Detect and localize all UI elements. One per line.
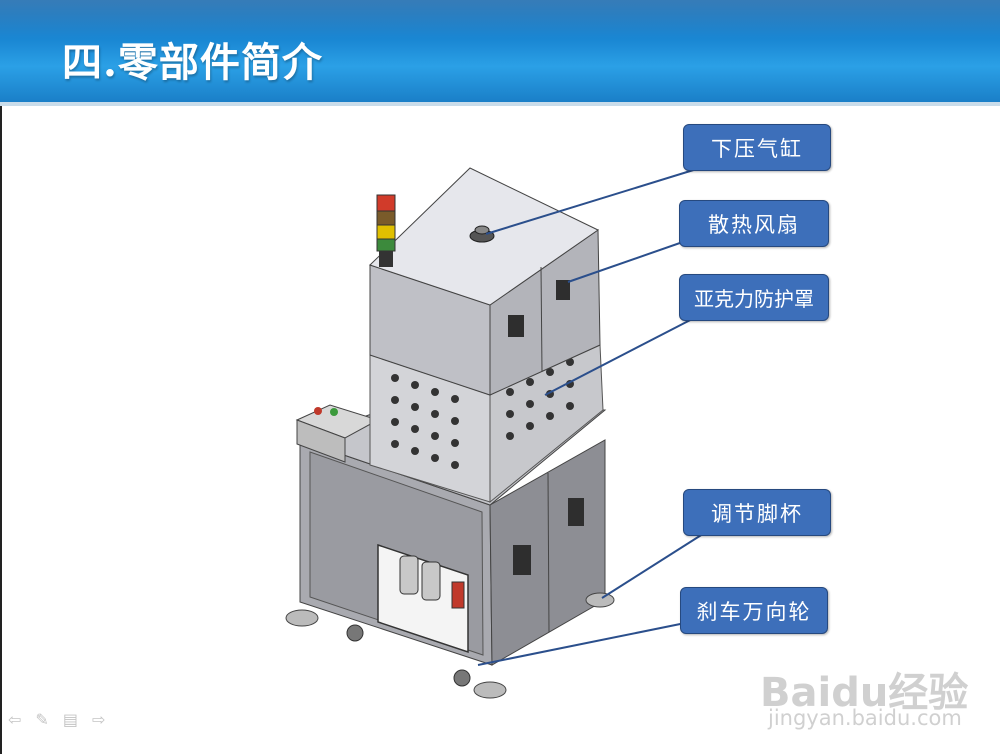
callout-cooling-fan: 散热风扇 — [679, 200, 829, 247]
watermark-url: jingyan.baidu.com — [768, 706, 962, 730]
header-divider — [0, 102, 1000, 106]
arrow-right-icon[interactable]: ⇨ — [91, 710, 106, 729]
slide-header: 四.零部件简介 — [0, 0, 1000, 102]
callout-pneumatic-cylinder: 下压气缸 — [683, 124, 831, 171]
callout-adjustable-foot: 调节脚杯 — [683, 489, 831, 536]
pen-icon[interactable]: ✎ — [35, 710, 49, 729]
header-shine — [0, 0, 1000, 40]
slide-title: 四.零部件简介 — [62, 39, 323, 86]
menu-icon[interactable]: ▤ — [62, 710, 78, 729]
callout-acrylic-guard: 亚克力防护罩 — [679, 274, 829, 321]
left-border — [0, 106, 2, 754]
slide-nav: ⇦ ✎ ▤ ⇨ — [8, 710, 105, 729]
callout-brake-caster: 刹车万向轮 — [680, 587, 828, 634]
arrow-left-icon[interactable]: ⇦ — [8, 710, 22, 729]
watermark-logo: Baidu经验 — [760, 670, 969, 716]
